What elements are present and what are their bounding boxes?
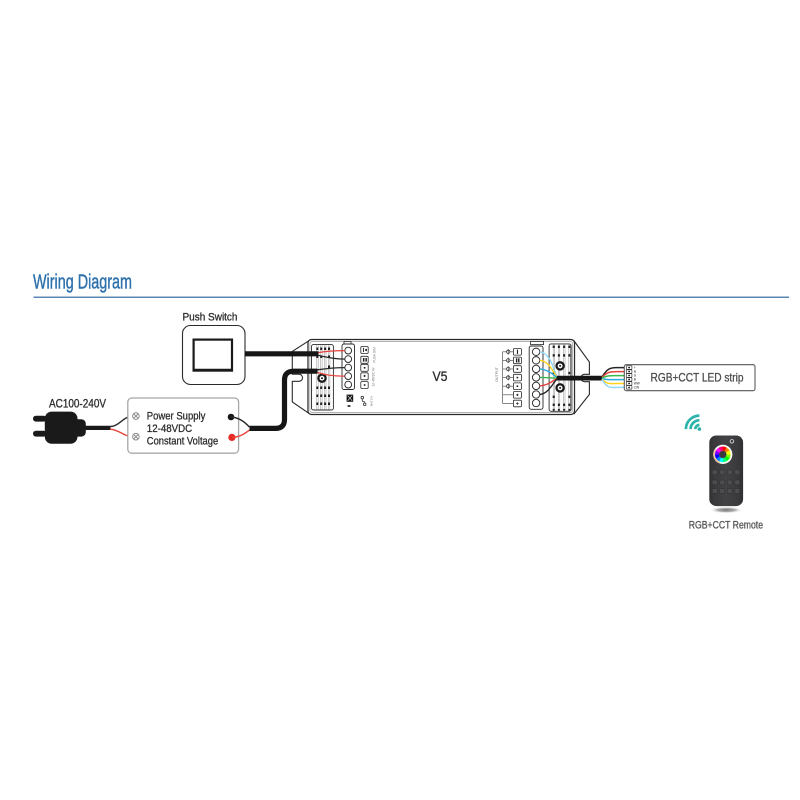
svg-text:12-48VDC: 12-48VDC	[147, 423, 193, 435]
svg-text:G: G	[634, 374, 637, 378]
svg-text:AC100-240V: AC100-240V	[49, 397, 106, 411]
svg-text:+: +	[634, 366, 636, 370]
svg-text:Constant Voltage: Constant Voltage	[147, 435, 218, 447]
svg-text:RGB+CCT Remote: RGB+CCT Remote	[689, 519, 763, 531]
svg-text:R: R	[634, 370, 637, 374]
svg-text:OUTPUT: OUTPUT	[495, 366, 499, 382]
svg-text:V5: V5	[433, 368, 448, 384]
svg-text:12-48VDC IN: 12-48VDC IN	[372, 367, 376, 387]
svg-text:Power Supply: Power Supply	[147, 410, 206, 422]
svg-text:Wiring Diagram: Wiring Diagram	[33, 272, 132, 294]
svg-text:CW: CW	[634, 386, 639, 390]
svg-text:Push Switch: Push Switch	[183, 311, 238, 323]
svg-text:PUSH DIM: PUSH DIM	[373, 347, 377, 363]
svg-text:WW: WW	[634, 382, 640, 386]
svg-text:RGB+CCT LED strip: RGB+CCT LED strip	[651, 371, 744, 384]
svg-text:MATCH: MATCH	[370, 396, 374, 406]
svg-text:B: B	[634, 378, 636, 382]
